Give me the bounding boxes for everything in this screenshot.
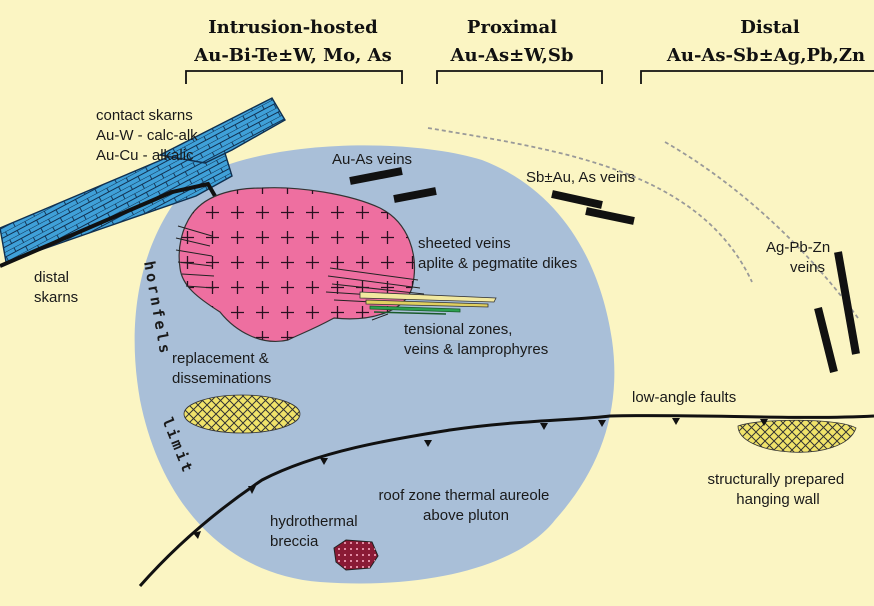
sb-au-as-veins-label: Sb±Au, As veins bbox=[526, 169, 635, 186]
replacement-lens bbox=[184, 395, 300, 433]
header-intrusion-title: Intrusion-hosted bbox=[208, 17, 378, 38]
hydrothermal-breccia bbox=[334, 540, 378, 570]
contact-skarns-label: contact skarns Au-W - calc-alk Au-Cu - a… bbox=[96, 107, 202, 164]
header-distal-elements: Au-As-Sb±Ag,Pb,Zn bbox=[666, 45, 865, 66]
au-as-veins-label: Au-As veins bbox=[332, 151, 412, 168]
header-intrusion-elements: Au-Bi-Te±W, Mo, As bbox=[193, 45, 391, 66]
header-proximal-elements: Au-As±W,Sb bbox=[450, 45, 574, 66]
header-distal-title: Distal bbox=[740, 17, 800, 38]
low-angle-faults-label: low-angle faults bbox=[632, 389, 736, 406]
header-proximal-title: Proximal bbox=[467, 17, 557, 38]
